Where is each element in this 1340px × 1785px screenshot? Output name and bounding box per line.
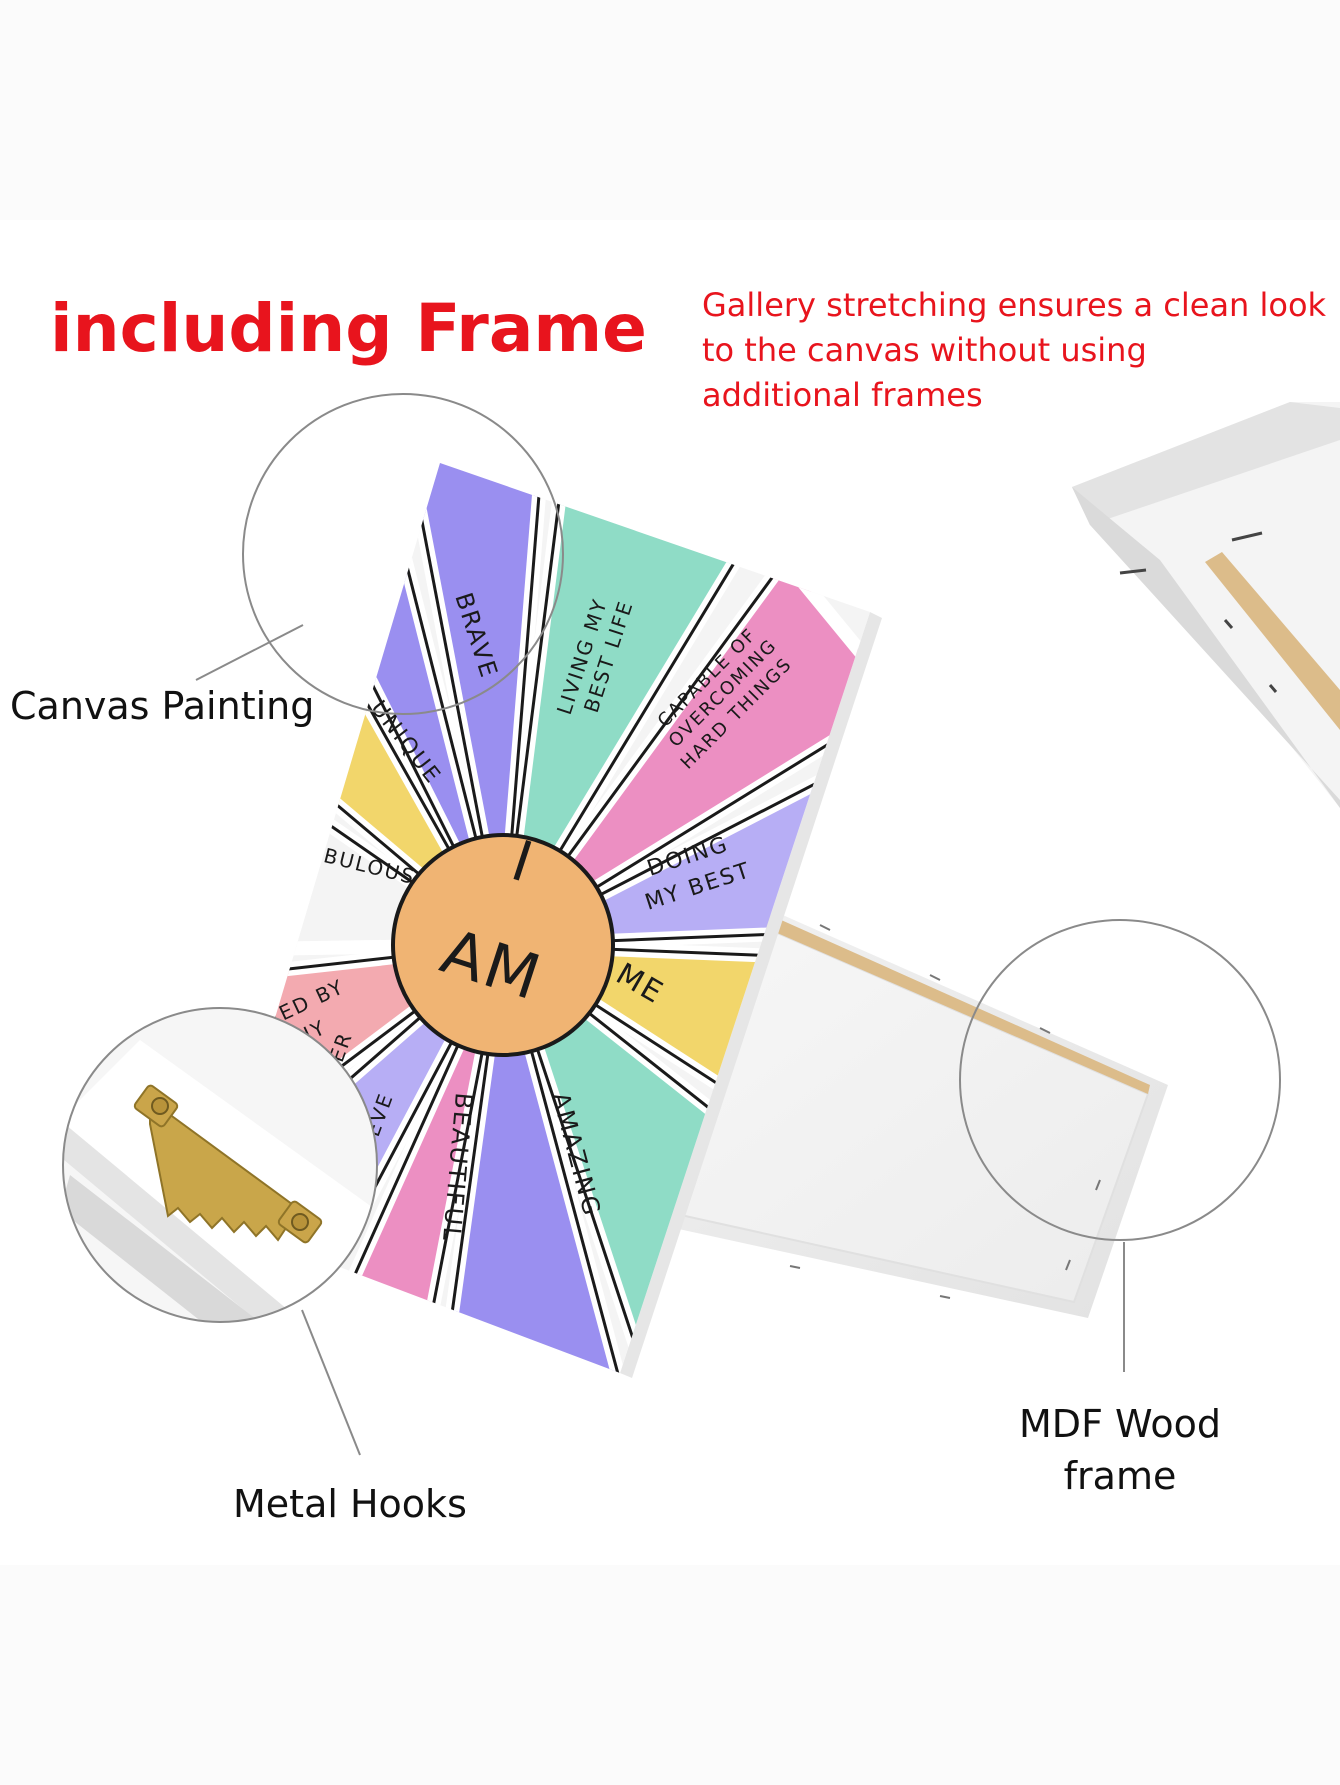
metal-hooks-label: Metal Hooks [233, 1482, 467, 1526]
canvas-edge [620, 612, 882, 1378]
center-circle [391, 833, 615, 1057]
metal-hook-magnifier [62, 1007, 378, 1323]
mdf-wood-frame-label: MDF Wood frame [1005, 1398, 1235, 1502]
mdf-label-line-2: frame [1063, 1454, 1177, 1498]
mdf-label-line-1: MDF Wood [1019, 1402, 1221, 1446]
gallery-note-line-3: additional frames [702, 376, 983, 414]
canvas-corner-back [1072, 402, 1340, 808]
gallery-note-line-1: Gallery stretching ensures a clean look [702, 286, 1327, 324]
canvas-painting-magnifier [242, 393, 564, 715]
gallery-note-line-2: to the canvas without using [702, 331, 1147, 369]
mdf-wood-magnifier [959, 919, 1281, 1241]
leader-metal-hooks [301, 1309, 361, 1456]
canvas-painting-label: Canvas Painting [10, 684, 315, 728]
leader-canvas-painting [195, 624, 304, 681]
headline: including Frame [50, 290, 647, 367]
gallery-stretching-note: Gallery stretching ensures a clean look … [702, 283, 1327, 418]
